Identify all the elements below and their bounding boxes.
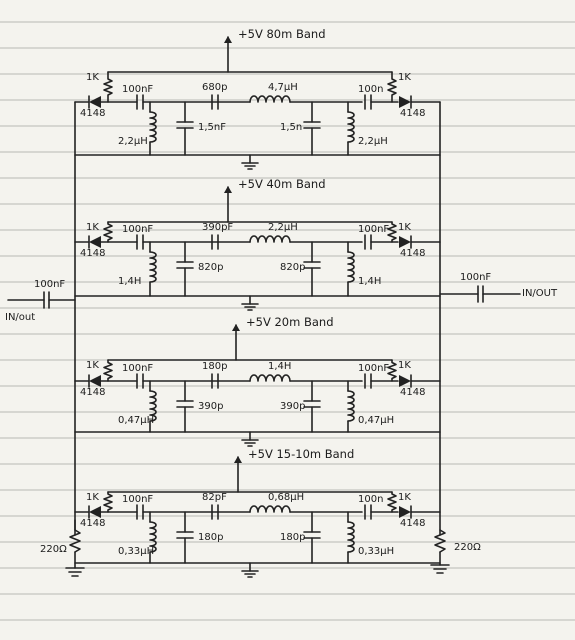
diode-left-label: 4148 — [80, 108, 105, 119]
termination-left: 220Ω — [40, 519, 85, 577]
cap-shunt-right-label: 820p — [280, 262, 305, 273]
band-filters: +5V 80m Band 1K 4148 100nF 2,2μH 1,5nF 680p 4,7… — [74, 27, 441, 578]
diode-right-label: 4148 — [400, 387, 425, 398]
band-title: +5V 20m Band — [246, 315, 334, 329]
band-2: +5V 40m Band 1K 4148 100nF 1,4H 820p 390pF 2,2μ… — [74, 177, 441, 311]
output-port-right: 100nF IN/OUT — [439, 272, 558, 303]
input-cap-label: 100nF — [34, 279, 65, 290]
inductor-shunt-left-label: 1,4H — [118, 276, 141, 287]
cap-series-label: 180p — [202, 361, 227, 372]
band-title: +5V 40m Band — [238, 177, 326, 191]
cap-shunt-left-label: 820p — [198, 262, 223, 273]
cap-series-label: 390pF — [202, 222, 233, 233]
cap-shunt-right-label: 390p — [280, 401, 305, 412]
cap-right-label: 100n — [358, 494, 383, 505]
inductor-shunt-right-label: 1,4H — [358, 276, 381, 287]
band-title: +5V 80m Band — [238, 27, 326, 41]
cap-right-label: 100nF — [358, 224, 389, 235]
inductor-shunt-right-label: 0,33μH — [358, 546, 394, 557]
cap-left-label: 100nF — [122, 224, 153, 235]
cap-left-label: 100nF — [122, 363, 153, 374]
termination-right-label: 220Ω — [454, 542, 481, 553]
cap-right-label: 100n — [358, 84, 383, 95]
inductor-shunt-right-label: 0,47μH — [358, 415, 394, 426]
resistor-right-label: 1K — [398, 360, 411, 371]
resistor-right-label: 1K — [398, 72, 411, 83]
inductor-shunt-left-label: 0,33μH — [118, 546, 154, 557]
inductor-series-label: 0,68μH — [268, 492, 304, 503]
input-port-left: 100nF IN/out — [5, 279, 76, 323]
cap-left-label: 100nF — [122, 494, 153, 505]
inductor-series-label: 1,4H — [268, 361, 291, 372]
cap-shunt-left-label: 390p — [198, 401, 223, 412]
inductor-series-label: 2,2μH — [268, 222, 298, 233]
resistor-left-label: 1K — [86, 492, 99, 503]
resistor-left-label: 1K — [86, 222, 99, 233]
input-label: IN/out — [5, 312, 35, 323]
inductor-shunt-left-label: 0,47μH — [118, 415, 154, 426]
output-cap-label: 100nF — [460, 272, 491, 283]
band-1: +5V 80m Band 1K 4148 100nF 2,2μH 1,5nF 680p 4,7… — [74, 27, 441, 170]
band-3: +5V 20m Band 1K 4148 100nF 0,47μH 390p 180p 1,4… — [74, 315, 441, 447]
bus-wires — [74, 101, 441, 536]
inductor-shunt-right-label: 2,2μH — [358, 136, 388, 147]
cap-shunt-left-label: 180p — [198, 532, 223, 543]
output-label: IN/OUT — [522, 288, 558, 299]
band-title: +5V 15-10m Band — [248, 447, 354, 461]
termination-right: 220Ω — [430, 529, 481, 574]
diode-right-label: 4148 — [400, 518, 425, 529]
resistor-left-label: 1K — [86, 360, 99, 371]
diode-right-label: 4148 — [400, 248, 425, 259]
inductor-series-label: 4,7μH — [268, 82, 298, 93]
inductor-shunt-left-label: 2,2μH — [118, 136, 148, 147]
cap-shunt-right-label: 180p — [280, 532, 305, 543]
cap-shunt-right-label: 1,5n — [280, 122, 302, 133]
resistor-right-label: 1K — [398, 492, 411, 503]
cap-left-label: 100nF — [122, 84, 153, 95]
cap-series-label: 680p — [202, 82, 227, 93]
resistor-right-label: 1K — [398, 222, 411, 233]
cap-right-label: 100nF — [358, 363, 389, 374]
cap-shunt-left-label: 1,5nF — [198, 122, 226, 133]
diode-left-label: 4148 — [80, 518, 105, 529]
diode-left-label: 4148 — [80, 248, 105, 259]
resistor-left-label: 1K — [86, 72, 99, 83]
cap-series-label: 82pF — [202, 492, 227, 503]
termination-left-label: 220Ω — [40, 544, 67, 555]
band-4: +5V 15-10m Band 1K 4148 100nF 0,33μH 180p 82pF… — [74, 447, 441, 578]
diode-left-label: 4148 — [80, 387, 105, 398]
diode-right-label: 4148 — [400, 108, 425, 119]
